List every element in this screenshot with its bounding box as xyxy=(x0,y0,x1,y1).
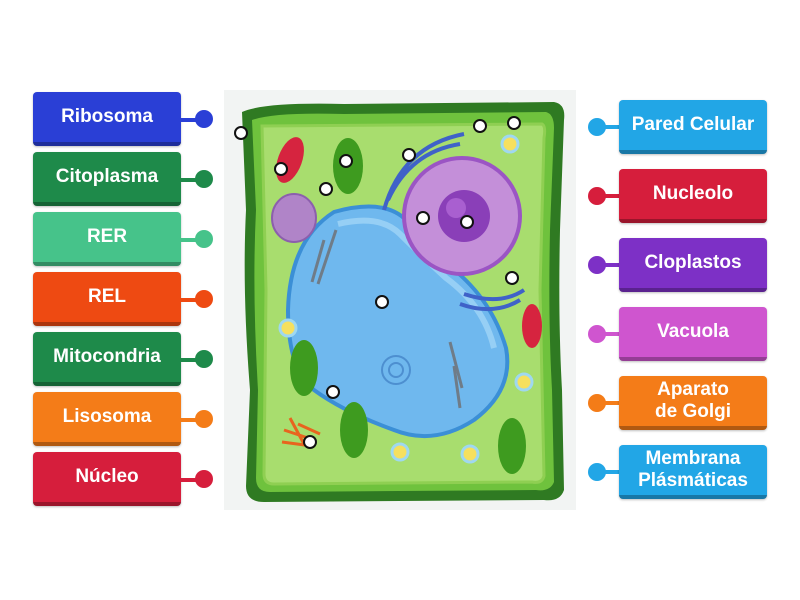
label-line: Plásmáticas xyxy=(638,470,748,491)
label-vacuola[interactable]: Vacuola xyxy=(619,307,767,361)
label-nucleolo[interactable]: Nucleolo xyxy=(619,169,767,223)
hotspot[interactable] xyxy=(507,116,521,130)
label-rer[interactable]: RER xyxy=(33,212,181,266)
label-line: Aparato xyxy=(657,379,729,400)
hotspot[interactable] xyxy=(402,148,416,162)
connector-dot xyxy=(195,410,213,428)
label-rel[interactable]: REL xyxy=(33,272,181,326)
hotspot[interactable] xyxy=(339,154,353,168)
connector xyxy=(181,238,203,242)
vesicle xyxy=(278,318,298,338)
connector-dot xyxy=(195,290,213,308)
connector xyxy=(596,470,620,474)
vesicle xyxy=(500,134,520,154)
connector-dot xyxy=(195,470,213,488)
connector xyxy=(596,332,620,336)
label-citoplasma[interactable]: Citoplasma xyxy=(33,152,181,206)
connector xyxy=(181,178,203,182)
connector xyxy=(181,298,203,302)
label-ribosoma[interactable]: Ribosoma xyxy=(33,92,181,146)
hotspot[interactable] xyxy=(416,211,430,225)
connector-dot xyxy=(195,350,213,368)
connector xyxy=(596,263,620,267)
label-membrana-plasmaticas[interactable]: Membrana Plásmáticas xyxy=(619,445,767,499)
connector xyxy=(181,478,203,482)
connector-dot xyxy=(195,170,213,188)
hotspot[interactable] xyxy=(303,435,317,449)
connector xyxy=(596,401,620,405)
label-mitocondria[interactable]: Mitocondria xyxy=(33,332,181,386)
vesicle xyxy=(460,444,480,464)
hotspot[interactable] xyxy=(375,295,389,309)
connector xyxy=(181,358,203,362)
connector xyxy=(181,418,203,422)
chloroplast xyxy=(290,340,318,396)
label-pared-celular[interactable]: Pared Celular xyxy=(619,100,767,154)
hotspot[interactable] xyxy=(326,385,340,399)
hotspot[interactable] xyxy=(234,126,248,140)
chloroplast xyxy=(340,402,368,458)
plant-cell-diagram xyxy=(224,90,576,510)
hotspot[interactable] xyxy=(460,215,474,229)
connector xyxy=(596,125,620,129)
hotspot[interactable] xyxy=(473,119,487,133)
vesicle xyxy=(514,372,534,392)
connector xyxy=(181,118,203,122)
mitochondrion xyxy=(522,304,542,348)
connector xyxy=(596,194,620,198)
label-nucleo[interactable]: Núcleo xyxy=(33,452,181,506)
vesicle xyxy=(390,442,410,462)
chloroplast xyxy=(498,418,526,474)
label-cloplastos[interactable]: Cloplastos xyxy=(619,238,767,292)
hotspot[interactable] xyxy=(505,271,519,285)
label-line: Membrana xyxy=(645,448,741,469)
golgi-apparatus xyxy=(271,193,317,243)
connector-dot xyxy=(195,110,213,128)
label-aparato-de-golgi[interactable]: Aparato de Golgi xyxy=(619,376,767,430)
hotspot[interactable] xyxy=(274,162,288,176)
hotspot[interactable] xyxy=(319,182,333,196)
connector-dot xyxy=(195,230,213,248)
label-line: de Golgi xyxy=(655,401,731,422)
lysosome-cluster xyxy=(281,417,321,448)
label-lisosoma[interactable]: Lisosoma xyxy=(33,392,181,446)
